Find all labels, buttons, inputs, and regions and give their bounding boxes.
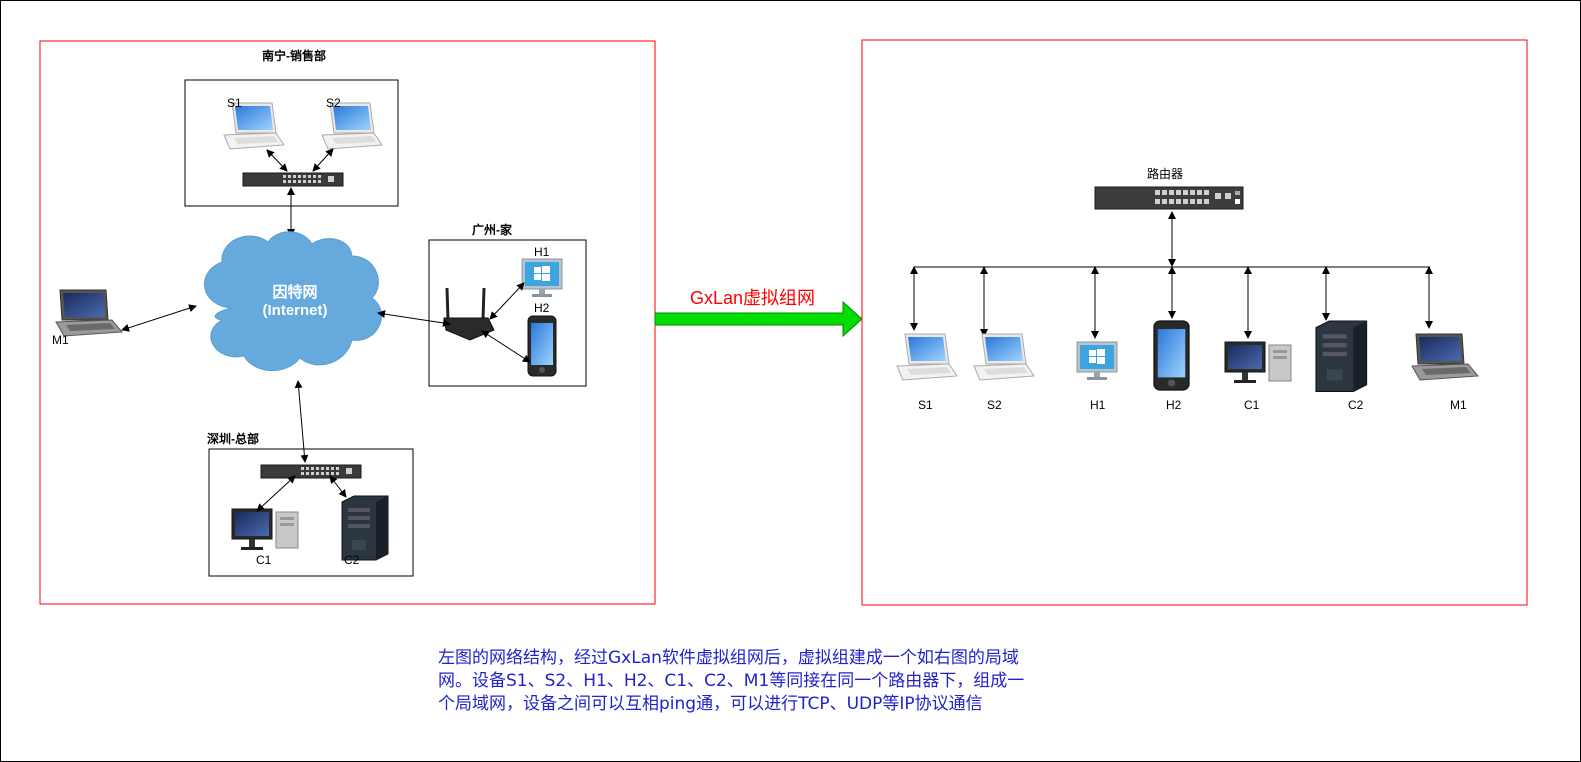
phone-h2-icon (527, 315, 557, 377)
right-device-c1-label: C1 (1244, 398, 1260, 412)
guangzhou-h2-label: H2 (534, 301, 550, 315)
switch-shenzhen-icon (260, 464, 362, 479)
wifi-router-icon (443, 287, 495, 341)
desktop-c1-icon (231, 508, 299, 551)
guangzhou-h1-label: H1 (534, 245, 550, 259)
router-icon (1094, 186, 1244, 210)
right-phone-h2-icon (1153, 320, 1190, 391)
internet-cloud-label: 因特网 (Internet) (220, 284, 370, 320)
guangzhou-title: 广州-家 (472, 223, 512, 237)
right-device-s1-label: S1 (918, 398, 933, 412)
right-tower-c2-icon (1315, 320, 1368, 392)
description-line-3: 个局域网，设备之间可以互相ping通，可以进行TCP、UDP等IP协议通信 (438, 694, 983, 714)
right-device-s2-label: S2 (987, 398, 1002, 412)
nanning-title: 南宁-销售部 (262, 49, 326, 63)
right-laptop-s1-icon (896, 333, 958, 381)
shenzhen-c1-label: C1 (256, 553, 272, 567)
right-laptop-m1-icon (1411, 333, 1479, 381)
right-desktop-c1-icon (1224, 341, 1292, 384)
switch-nanning-icon (242, 172, 344, 187)
nanning-s1-label: S1 (227, 96, 242, 110)
right-panel-border (861, 39, 1528, 606)
description-line-2: 网。设备S1、S2、H1、H2、C1、C2、M1等同接在同一个路由器下，组成一 (438, 671, 1025, 691)
gxlan-arrow-icon (654, 300, 863, 338)
tower-c2-icon (341, 495, 389, 561)
right-device-h1-label: H1 (1090, 398, 1106, 412)
m1-label: M1 (52, 333, 69, 347)
right-device-m1-label: M1 (1450, 398, 1467, 412)
right-device-c2-label: C2 (1348, 398, 1364, 412)
description-line-1: 左图的网络结构，经过GxLan软件虚拟组网后，虚拟组建成一个如右图的局域 (438, 648, 1019, 668)
nanning-s2-label: S2 (326, 96, 341, 110)
right-device-h2-label: H2 (1166, 398, 1182, 412)
right-monitor-h1-icon (1076, 341, 1118, 381)
shenzhen-box (208, 448, 414, 577)
right-laptop-s2-icon (973, 333, 1035, 381)
cloud-line2: (Internet) (262, 302, 328, 319)
cloud-line1: 因特网 (272, 284, 318, 301)
description-text: 左图的网络结构，经过GxLan软件虚拟组网后，虚拟组建成一个如右图的局域 网。设… (438, 647, 1088, 716)
shenzhen-c2-label: C2 (344, 553, 360, 567)
laptop-m1-icon (55, 289, 123, 337)
internet-cloud-icon (204, 231, 382, 371)
monitor-h1-icon (521, 258, 563, 298)
router-label: 路由器 (1147, 167, 1184, 181)
shenzhen-title: 深圳-总部 (207, 432, 259, 446)
gxlan-arrow-label: GxLan虚拟组网 (690, 288, 816, 308)
